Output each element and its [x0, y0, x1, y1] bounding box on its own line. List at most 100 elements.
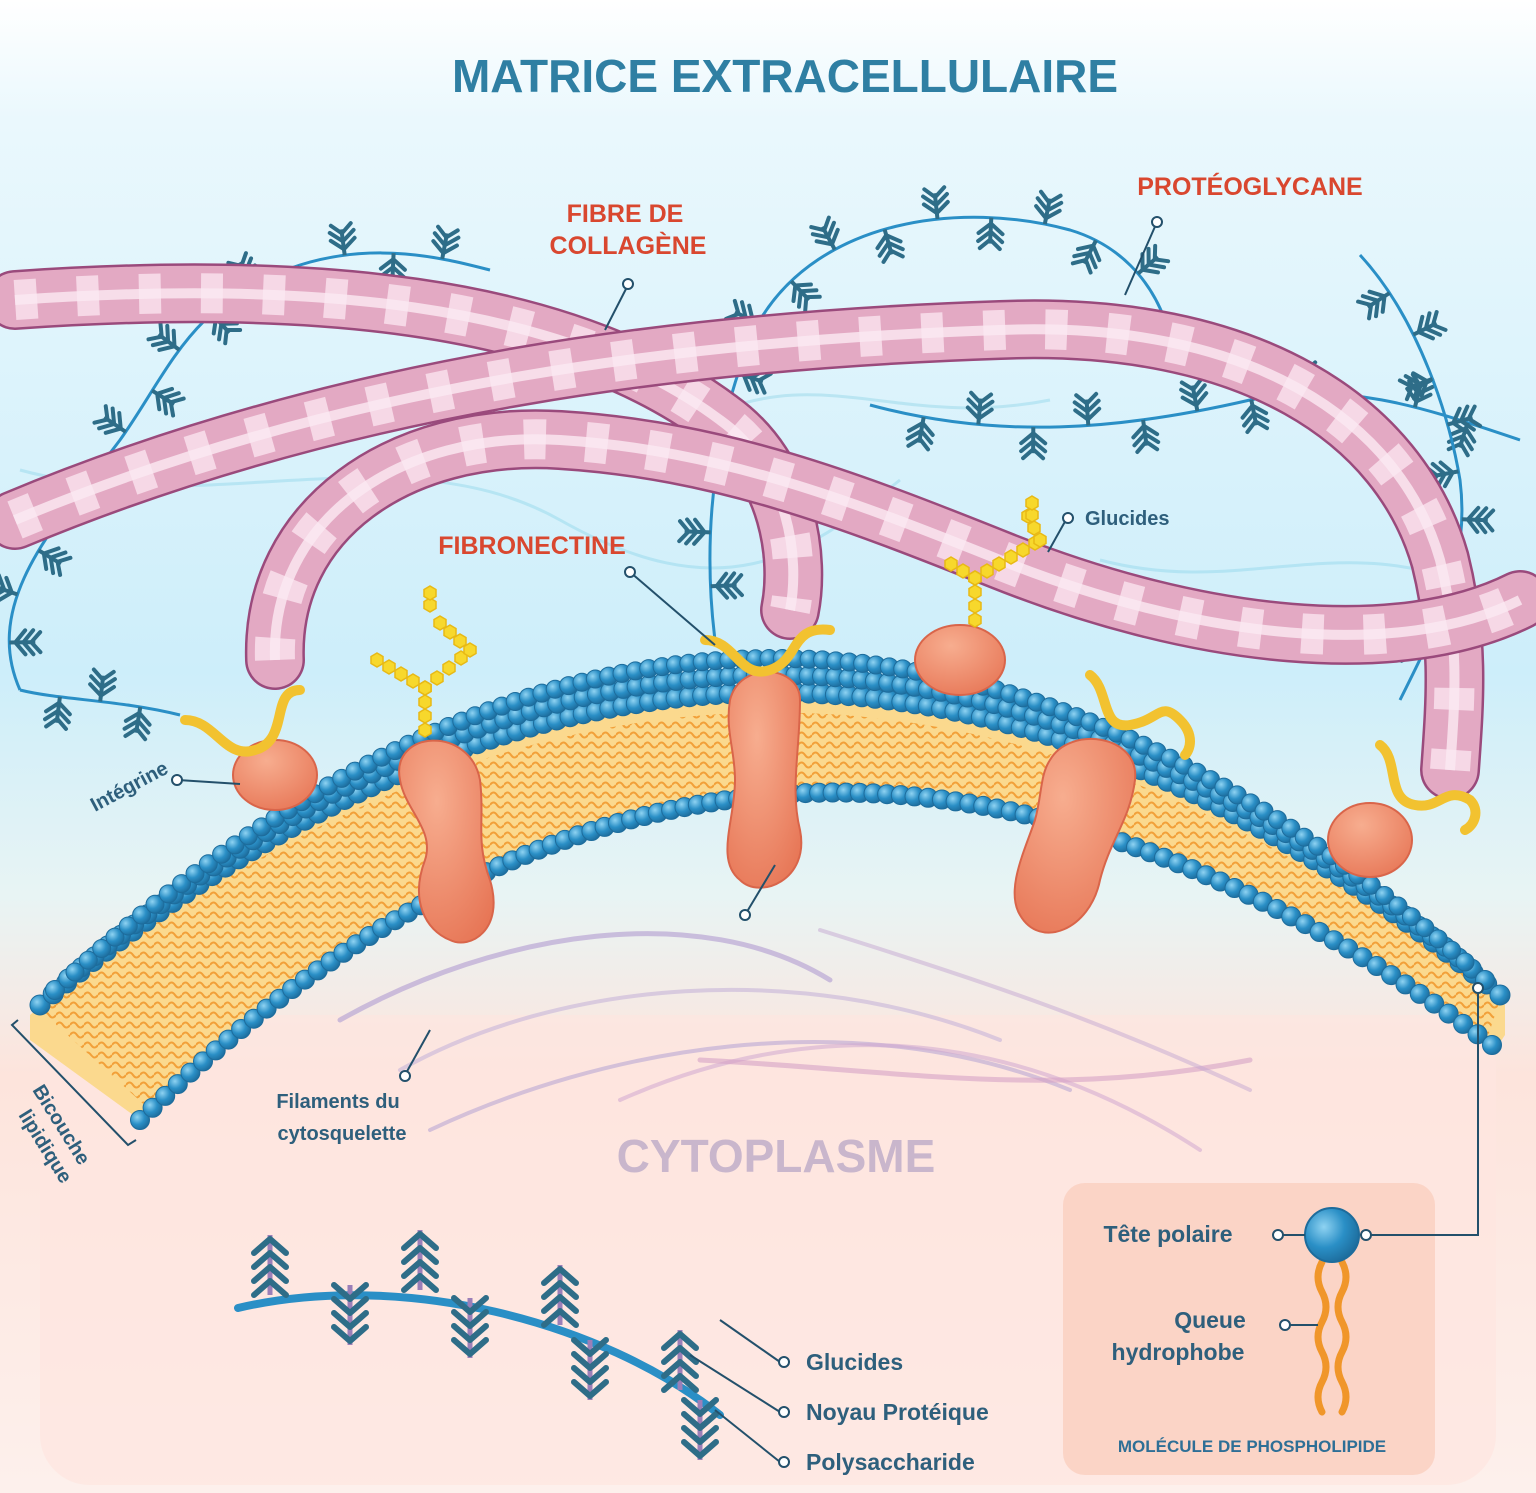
head-leader-dot [1272, 1229, 1284, 1241]
phospholipid-head [132, 905, 152, 925]
carbohydrate-chain-icon [571, 1337, 609, 1357]
phospholipid-head [1395, 974, 1416, 995]
legend-polar-head: Tête polaire [1103, 1221, 1232, 1247]
carbohydrate-chain-icon [451, 1309, 489, 1329]
phospholipid-connector-end [1472, 982, 1484, 994]
phospholipid-head [238, 826, 258, 846]
carbohydrate-chain-icon [661, 1345, 699, 1365]
filaments-label-line1: Filaments du [276, 1091, 399, 1113]
carbohydrate-chain-icon [401, 1245, 439, 1265]
carbs-label: Glucides [1085, 508, 1169, 530]
phospholipid-head [145, 894, 165, 914]
peripheral-protein [914, 624, 1006, 696]
legend-caption: MOLÉCULE DE PHOSPHOLIPIDE [1118, 1437, 1386, 1456]
legend-branch [451, 1295, 489, 1358]
phospholipid-head [185, 864, 205, 884]
proteoglycan-strand [7, 251, 491, 691]
phospholipid-connector-dot [1360, 1229, 1372, 1241]
legend-branch [541, 1265, 579, 1328]
carbohydrate-chain-icon [681, 1425, 719, 1445]
phospholipid-head [1424, 993, 1445, 1014]
filaments-leader-dot [399, 1070, 411, 1082]
carbohydrate-unit [1004, 549, 1018, 565]
proteoglycan-strand [869, 392, 1521, 442]
carbohydrate-chain-icon [571, 1351, 609, 1371]
carbohydrate-chain-icon [681, 1411, 719, 1431]
carbohydrate-unit [968, 612, 982, 628]
collagen-leader [604, 284, 629, 331]
legend-branch [681, 1397, 719, 1460]
legend-branch [661, 1330, 699, 1393]
phospholipid-head [65, 962, 85, 982]
carbohydrate-chain-icon [661, 1331, 699, 1351]
bilayer-tails [40, 712, 1500, 1110]
phospholipid-head [1366, 956, 1387, 976]
carbohydrate-chain-icon [541, 1280, 579, 1300]
phospholipid-head [1294, 827, 1314, 847]
carbohydrate-unit [370, 652, 384, 668]
phospholipid-head [78, 950, 98, 970]
proteoglycan-leader-dot [1151, 216, 1163, 228]
phospholipid-tail-icon [1314, 1258, 1350, 1416]
phospholipid-head [225, 835, 245, 855]
fibronectin-leader [629, 571, 716, 646]
carbohydrate-unit [968, 598, 982, 614]
page-title: MATRICE EXTRACELLULAIRE [452, 50, 1118, 102]
carbohydrate-chain-icon [571, 1365, 609, 1385]
phospholipid-head [252, 817, 272, 837]
carbohydrate-unit [980, 563, 994, 579]
legend-leader-poly [714, 1409, 781, 1463]
phospholipid-head [1482, 1035, 1502, 1055]
legend-dot-carbs [778, 1356, 790, 1368]
phospholipid-head-icon [1304, 1207, 1360, 1263]
carbohydrate-chain-icon [451, 1337, 489, 1357]
carbohydrate-unit [418, 708, 432, 724]
phospholipid-head [1455, 952, 1475, 972]
phospholipid-head [1489, 984, 1511, 1006]
carbohydrate-chain-icon [331, 1296, 369, 1316]
phospholipid-head [1453, 1013, 1474, 1034]
legend-tail-line1: Queue [1174, 1307, 1246, 1333]
carbohydrate-chain-icon [331, 1282, 369, 1302]
carbohydrate-unit [992, 556, 1006, 572]
carbohydrate-unit [1016, 542, 1030, 558]
phospholipid-legend: Tête polaire Queue hydrophobe MOLÉCULE D… [1063, 982, 1484, 1475]
carbohydrate-chain-icon [251, 1264, 289, 1284]
carbohydrate-chain-icon [401, 1259, 439, 1279]
legend-tail-line2: hydrophobe [1112, 1339, 1245, 1365]
phospholipid-head [158, 884, 178, 904]
phospholipid-head [142, 1097, 163, 1118]
legend-protein-core: Noyau Protéique [806, 1399, 989, 1425]
carbohydrate-unit [418, 722, 432, 738]
phospholipid-head [1438, 1003, 1459, 1024]
collagen-label-line1: FIBRE DE [567, 200, 684, 228]
integrin-leader-dot [171, 774, 183, 786]
phospholipid-head [45, 980, 65, 1000]
tail-leader-dot [1279, 1319, 1291, 1331]
legend-branch [331, 1282, 369, 1345]
legend-branch [571, 1337, 609, 1400]
phospholipid-head [1267, 810, 1287, 830]
carbohydrate-chain-icon [541, 1308, 579, 1328]
phospholipid-head [1254, 801, 1274, 821]
phospholipid-head [130, 1110, 150, 1130]
integrin-leader [177, 779, 241, 785]
carbohydrate-chain-icon [251, 1236, 289, 1256]
carbohydrate-unit [418, 694, 432, 710]
carbohydrate-unit [418, 680, 432, 696]
phospholipid-head [212, 844, 232, 864]
transmembrane-protein-2 [726, 670, 803, 889]
phospholipid-head [1281, 818, 1301, 838]
phospholipid-head [1375, 886, 1395, 905]
filaments-leader [404, 1029, 431, 1076]
legend-dot-poly [778, 1456, 790, 1468]
carbohydrate-chain-icon [251, 1250, 289, 1270]
cytoplasm-label: CYTOPLASME [617, 1130, 936, 1182]
carbohydrate-unit [1027, 520, 1041, 536]
phospholipid-head [198, 854, 218, 874]
transmembrane-protein-3 [1013, 738, 1137, 934]
phospholipid-head [118, 916, 138, 936]
carbohydrate-chain-icon [541, 1294, 579, 1314]
membrane-proteins [232, 624, 1413, 944]
